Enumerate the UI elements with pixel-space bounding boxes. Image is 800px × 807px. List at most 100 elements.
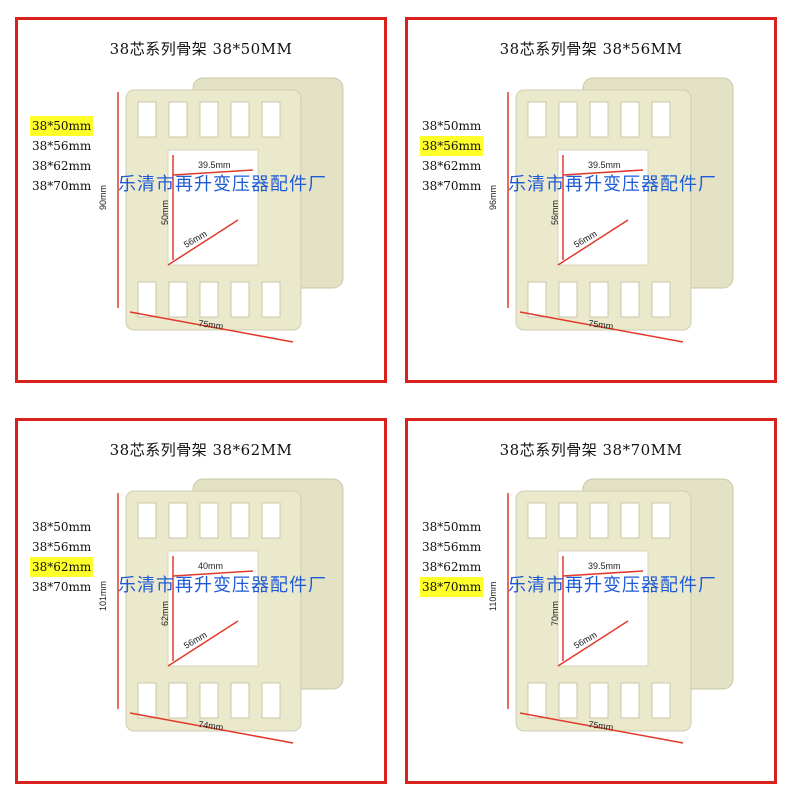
pin-slot [168,281,188,318]
size-option[interactable]: 38*56mm [422,540,482,554]
pin-slot [168,101,188,138]
inner-width-dimension-line [562,570,644,577]
pin-slot [168,502,188,539]
size-option[interactable]: 38*70mm [32,580,92,594]
inner-height-label: 70mm [550,601,560,626]
size-option[interactable]: 38*70mm [32,179,92,193]
size-list: 38*50mm 38*56mm 38*62mm 38*70mm [30,517,94,597]
size-option[interactable]: 38*62mm [32,159,92,173]
size-option[interactable]: 38*62mm [422,159,482,173]
pin-slot [199,682,219,719]
width-dimension-line [129,712,294,744]
pin-slot [620,281,640,318]
pin-slot [589,682,609,719]
size-list: 38*50mm 38*56mm 38*62mm 38*70mm [420,116,484,196]
size-option[interactable]: 38*50mm [30,116,94,136]
size-option[interactable]: 38*50mm [422,119,482,133]
size-option[interactable]: 38*62mm [30,557,94,577]
size-option[interactable]: 38*70mm [420,577,484,597]
inner-width-dimension-line [172,570,254,577]
pin-slot [168,682,188,719]
depth-dimension-line [557,219,629,266]
depth-dimension-line [167,620,239,667]
pin-slot [137,502,157,539]
size-option[interactable]: 38*56mm [420,136,484,156]
inner-height-label: 56mm [550,200,560,225]
size-list: 38*50mm 38*56mm 38*62mm 38*70mm [420,517,484,597]
inner-height-label: 50mm [160,200,170,225]
height-label: 101mm [98,581,108,611]
size-option[interactable]: 38*70mm [422,179,482,193]
watermark-text: 乐清市再升变压器配件厂 [118,575,327,596]
size-option[interactable]: 38*50mm [422,520,482,534]
pin-slot [558,502,578,539]
watermark-text: 乐清市再升变压器配件厂 [508,174,717,195]
panel-title: 38芯系列骨架 38*62MM [109,441,293,459]
width-dimension-line [129,311,294,343]
inner-width-dimension-line [172,169,254,176]
pin-slot [527,502,547,539]
size-option[interactable]: 38*56mm [32,540,92,554]
inner-width-label: 39.5mm [588,160,621,170]
size-list: 38*50mm 38*56mm 38*62mm 38*70mm [30,116,94,196]
pin-slot [620,101,640,138]
pin-slot [589,101,609,138]
pin-slot [651,281,671,318]
pin-slot [589,502,609,539]
pin-slot [558,101,578,138]
depth-dimension-line [557,620,629,667]
pin-slot [230,101,250,138]
pin-slot [651,502,671,539]
width-label: 75mm [198,318,224,331]
product-panel-38x70[interactable]: 38芯系列骨架 38*70MM 38*50mm 38*56mm 38*62mm … [405,418,777,784]
panel-title: 38芯系列骨架 38*70MM [499,441,683,459]
pin-slot [589,281,609,318]
width-label: 74mm [198,719,224,732]
inner-width-dimension-line [562,169,644,176]
panel-title: 38芯系列骨架 38*50MM [109,40,293,58]
inner-width-label: 39.5mm [198,160,231,170]
width-dimension-line [519,311,684,343]
pin-slot [558,682,578,719]
pin-slot [527,101,547,138]
pin-slot [558,281,578,318]
product-panel-38x56[interactable]: 38芯系列骨架 38*56MM 38*50mm 38*56mm 38*62mm … [405,17,777,383]
width-label: 75mm [588,318,614,331]
core-window [167,149,259,266]
pin-slot [527,281,547,318]
pin-slot [620,682,640,719]
pin-slot [261,101,281,138]
pin-slot [137,682,157,719]
inner-width-label: 40mm [198,561,223,571]
size-option[interactable]: 38*50mm [32,520,92,534]
core-window [167,550,259,667]
depth-dimension-line [167,219,239,266]
pin-slot [651,682,671,719]
height-label: 90mm [98,185,108,210]
pin-slot [620,502,640,539]
pin-slot [137,281,157,318]
core-window [557,550,649,667]
pin-slot [199,281,219,318]
pin-slot [230,682,250,719]
product-panel-38x62[interactable]: 38芯系列骨架 38*62MM 38*50mm 38*56mm 38*62mm … [15,418,387,784]
height-label: 110mm [488,582,498,611]
pin-slot [230,502,250,539]
pin-slot [199,502,219,539]
pin-slot [137,101,157,138]
width-label: 75mm [588,719,614,732]
product-panel-38x50[interactable]: 38芯系列骨架 38*50MM 38*50mm 38*56mm 38*62mm … [15,17,387,383]
core-window [557,149,649,266]
pin-slot [261,682,281,719]
watermark-text: 乐清市再升变压器配件厂 [508,575,717,596]
pin-slot [261,281,281,318]
size-option[interactable]: 38*56mm [32,139,92,153]
pin-slot [527,682,547,719]
size-option[interactable]: 38*62mm [422,560,482,574]
height-label: 96mm [488,185,498,210]
width-dimension-line [519,712,684,744]
